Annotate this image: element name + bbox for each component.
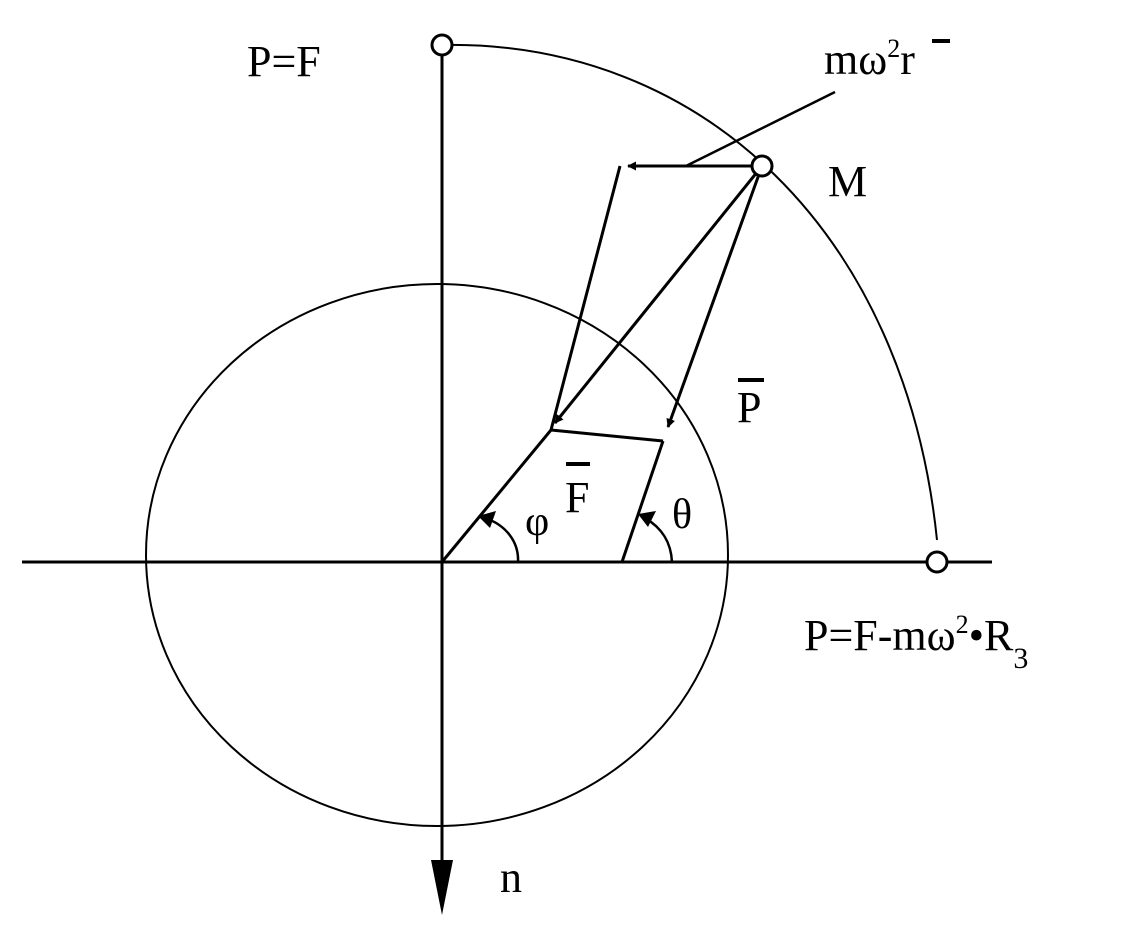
- force-F-vector: [553, 165, 764, 424]
- label-right-point: P=F-mω2•R3: [804, 610, 1028, 675]
- theta-line: [620, 440, 665, 563]
- label-inertia-m: mω: [824, 35, 887, 84]
- label-top-point: P=F: [247, 37, 321, 86]
- label-right-R: R: [984, 611, 1014, 660]
- label-right-dot: •: [969, 611, 984, 660]
- inertia-leader-line: [685, 90, 836, 168]
- point-top: [430, 33, 454, 57]
- parallelogram-left-side: [549, 165, 622, 431]
- axis-n-arrowhead: [431, 860, 453, 915]
- label-right-sup: 2: [956, 610, 969, 639]
- cross-segment: [550, 428, 664, 443]
- label-inertia-sup: 2: [887, 34, 900, 63]
- label-point-M: M: [828, 157, 867, 206]
- label-vector-P: P: [737, 383, 761, 432]
- label-vector-F: F: [565, 473, 589, 522]
- large-arc: [441, 43, 938, 541]
- label-angle-theta: θ: [672, 492, 692, 538]
- point-M: [750, 154, 774, 178]
- label-inertia: mω2r: [824, 34, 915, 84]
- label-inertia-r: r: [900, 35, 915, 84]
- phi-line: [440, 429, 553, 563]
- label-right-sub: 3: [1013, 642, 1028, 675]
- angle-phi-arrowhead: [478, 511, 496, 528]
- label-right-main: P=F-mω: [804, 611, 956, 660]
- label-angle-phi: φ: [525, 499, 549, 545]
- angle-theta-arrowhead: [638, 511, 656, 527]
- circle: [145, 283, 729, 827]
- point-right: [925, 550, 949, 574]
- label-axis-n: n: [500, 853, 522, 902]
- force-P-vector: [666, 165, 764, 428]
